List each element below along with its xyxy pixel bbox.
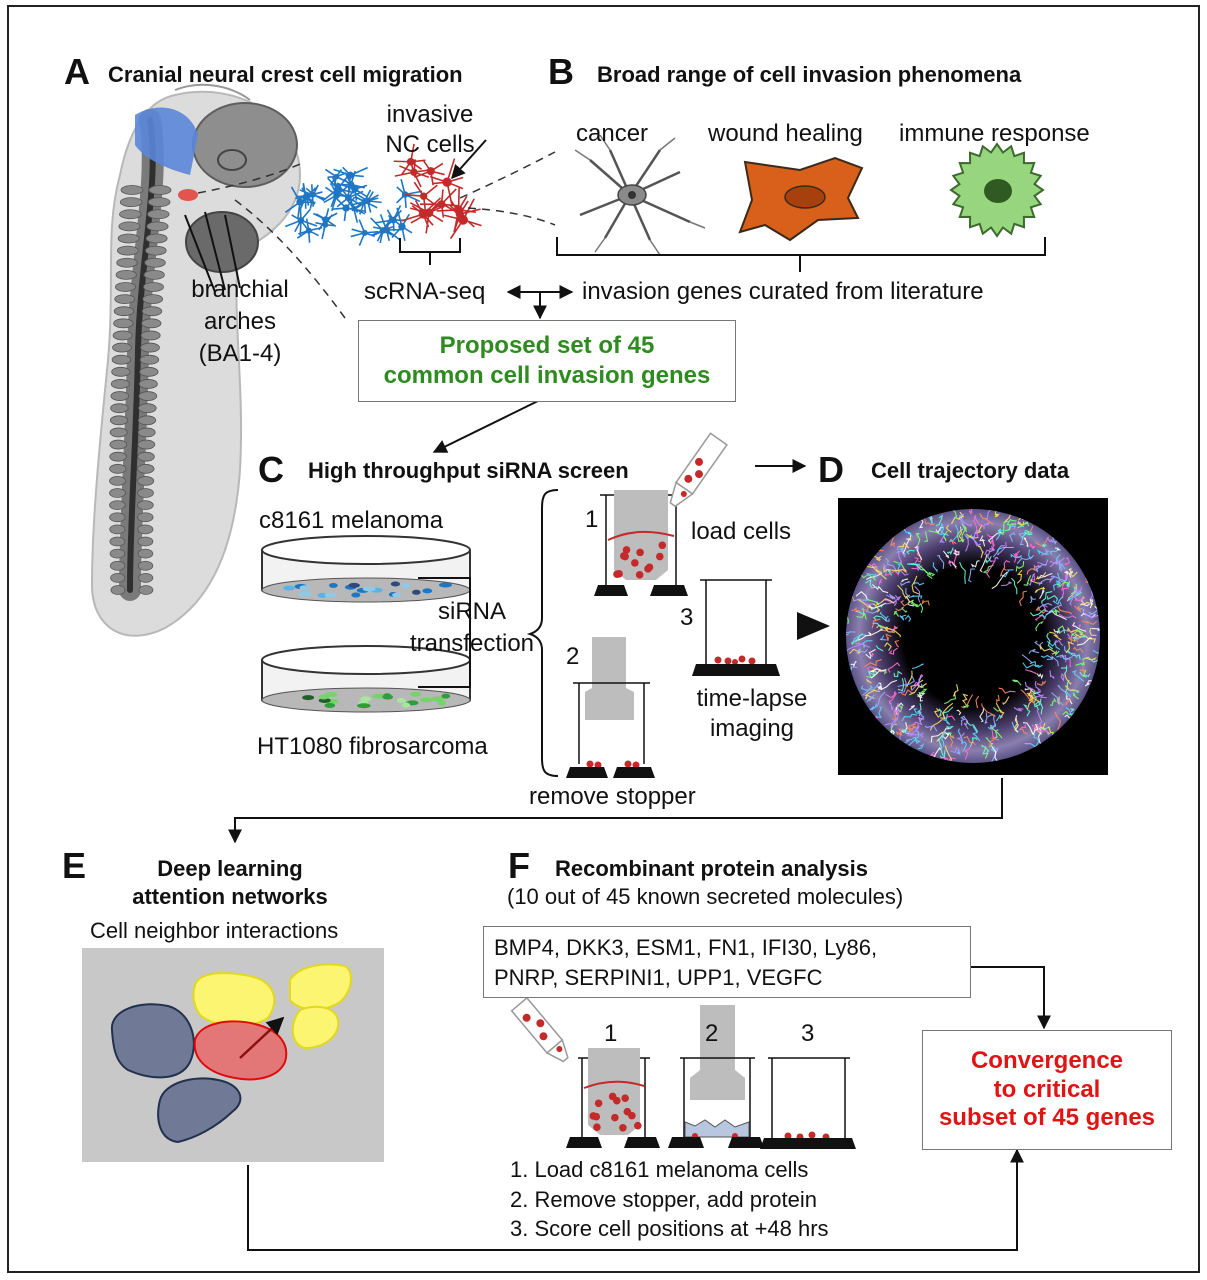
- f-step1-well: [510, 996, 660, 1148]
- f-step3-number: 3: [801, 1020, 815, 1047]
- trajectory-to-deep-learning-arrow: [228, 778, 1003, 844]
- step2-well: [566, 637, 655, 778]
- protein-step-2: 2. Remove stopper, add protein: [510, 1186, 817, 1212]
- panel-e-letter: E: [62, 845, 87, 886]
- zoom-line-lower: [234, 199, 346, 319]
- proposed-line-1: Proposed set of 45: [439, 332, 655, 359]
- f-step3-well: [760, 1057, 856, 1149]
- imaging-label: imaging: [709, 715, 795, 742]
- panel-c-letter: C: [258, 449, 284, 490]
- time-lapse-label: time-lapse: [696, 685, 808, 712]
- panel-d-letter: D: [818, 449, 844, 490]
- panel-a-letter: A: [64, 51, 90, 92]
- steps-brace: [526, 489, 559, 777]
- curated-genes-label: invasion genes curated from literature: [582, 278, 984, 305]
- genes-to-convergence-arrow: [971, 966, 1051, 1030]
- protein-step-1: 1. Load c8161 melanoma cells: [510, 1157, 809, 1182]
- neighbor-interactions-label: Cell neighbor interactions: [90, 918, 339, 943]
- scrna-bracket: [399, 238, 461, 265]
- convergence-line-3: subset of 45 genes: [938, 1104, 1156, 1132]
- f-step2-well: [668, 1005, 764, 1148]
- somite-segments: [109, 185, 172, 595]
- panel-f-subtitle: (10 out of 45 known secreted molecules): [507, 884, 904, 909]
- genes-line-2: PNRP, SERPINI1, UPP1, VEGFC: [494, 964, 823, 990]
- fibrosarcoma-label: HT1080 fibrosarcoma: [257, 733, 488, 760]
- sirna-label-2: transfection: [409, 630, 535, 657]
- nc-cell-cluster: [284, 143, 482, 246]
- invasive-arrow: [451, 139, 487, 180]
- secreted-genes-box: BMP4, DKK3, ESM1, FN1, IFI30, Ly86, PNRP…: [483, 926, 971, 998]
- wound-healing-cell-drawing: [738, 156, 864, 242]
- protein-step-3: 3. Score cell positions at +48 hrs: [510, 1216, 829, 1242]
- panel-b-letter: B: [548, 51, 574, 92]
- wound-healing-label: wound healing: [708, 120, 863, 147]
- cancer-cell-drawing: [574, 134, 706, 256]
- step2-number: 2: [566, 643, 580, 670]
- deep-learning-to-convergence-arrow: [247, 1148, 1024, 1251]
- fibrosarcoma-dish: [261, 645, 471, 713]
- cancer-label: cancer: [576, 120, 649, 147]
- sirna-label-1: siRNA: [437, 598, 506, 625]
- immune-response-label: immune response: [899, 120, 1090, 147]
- sirna-bracket: [418, 577, 471, 688]
- step1-well: [594, 432, 728, 596]
- load-cells-label: load cells: [691, 518, 792, 545]
- immune-cell-drawing: [949, 142, 1045, 238]
- proposed-to-screen-arrow: [432, 399, 541, 453]
- proposed-line-2: common cell invasion genes: [383, 362, 711, 389]
- panel-a-title: Cranial neural crest cell migration: [108, 62, 463, 87]
- panel-e-title-1: Deep learning: [157, 856, 303, 881]
- melanoma-dish: [261, 535, 471, 603]
- protein-steps-list: 1. Load c8161 melanoma cells 2. Remove s…: [510, 1155, 829, 1244]
- arches-pointer-lines: [184, 211, 241, 293]
- convergence-box: Convergence to critical subset of 45 gen…: [922, 1030, 1172, 1150]
- panel-f-title: Recombinant protein analysis: [555, 856, 868, 881]
- panel-c-title: High throughput siRNA screen: [308, 458, 629, 483]
- attention-network-image: [82, 948, 384, 1162]
- melanoma-label: c8161 melanoma: [259, 507, 444, 534]
- panel-e-title-2: attention networks: [132, 884, 328, 909]
- step3-well: [692, 579, 780, 676]
- step3-number: 3: [680, 604, 694, 631]
- panel-d-title: Cell trajectory data: [871, 458, 1070, 483]
- f-step2-number: 2: [705, 1020, 719, 1047]
- trajectory-image: [838, 498, 1108, 775]
- invasive-label-2: NC cells: [385, 131, 475, 158]
- arches-label-3: (BA1-4): [198, 340, 282, 367]
- panel-b-title: Broad range of cell invasion phenomena: [597, 62, 1022, 87]
- zoom-line-b-lower: [467, 207, 556, 226]
- step1-number: 1: [585, 506, 599, 533]
- convergence-line-2: to critical: [993, 1075, 1101, 1103]
- zoom-line-upper: [197, 161, 306, 194]
- proceed-triangle-icon: [797, 612, 830, 640]
- zoom-line-b-upper: [459, 151, 556, 199]
- proposed-genes-box: Proposed set of 45 common cell invasion …: [358, 320, 736, 402]
- genes-line-1: BMP4, DKK3, ESM1, FN1, IFI30, Ly86,: [494, 935, 878, 960]
- panel-f-letter: F: [508, 845, 530, 886]
- remove-stopper-label: remove stopper: [529, 783, 696, 810]
- f-step1-number: 1: [604, 1020, 618, 1047]
- embryo-illustration: [90, 83, 302, 637]
- scrna-label: scRNA-seq: [364, 278, 486, 305]
- arches-label-2: arches: [203, 308, 277, 335]
- convergence-line-1: Convergence: [970, 1046, 1124, 1074]
- curated-bracket: [556, 237, 1046, 272]
- arches-label-1: branchial: [191, 276, 289, 303]
- figure-frame: [7, 5, 1200, 1273]
- invasive-label-1: invasive: [386, 101, 474, 128]
